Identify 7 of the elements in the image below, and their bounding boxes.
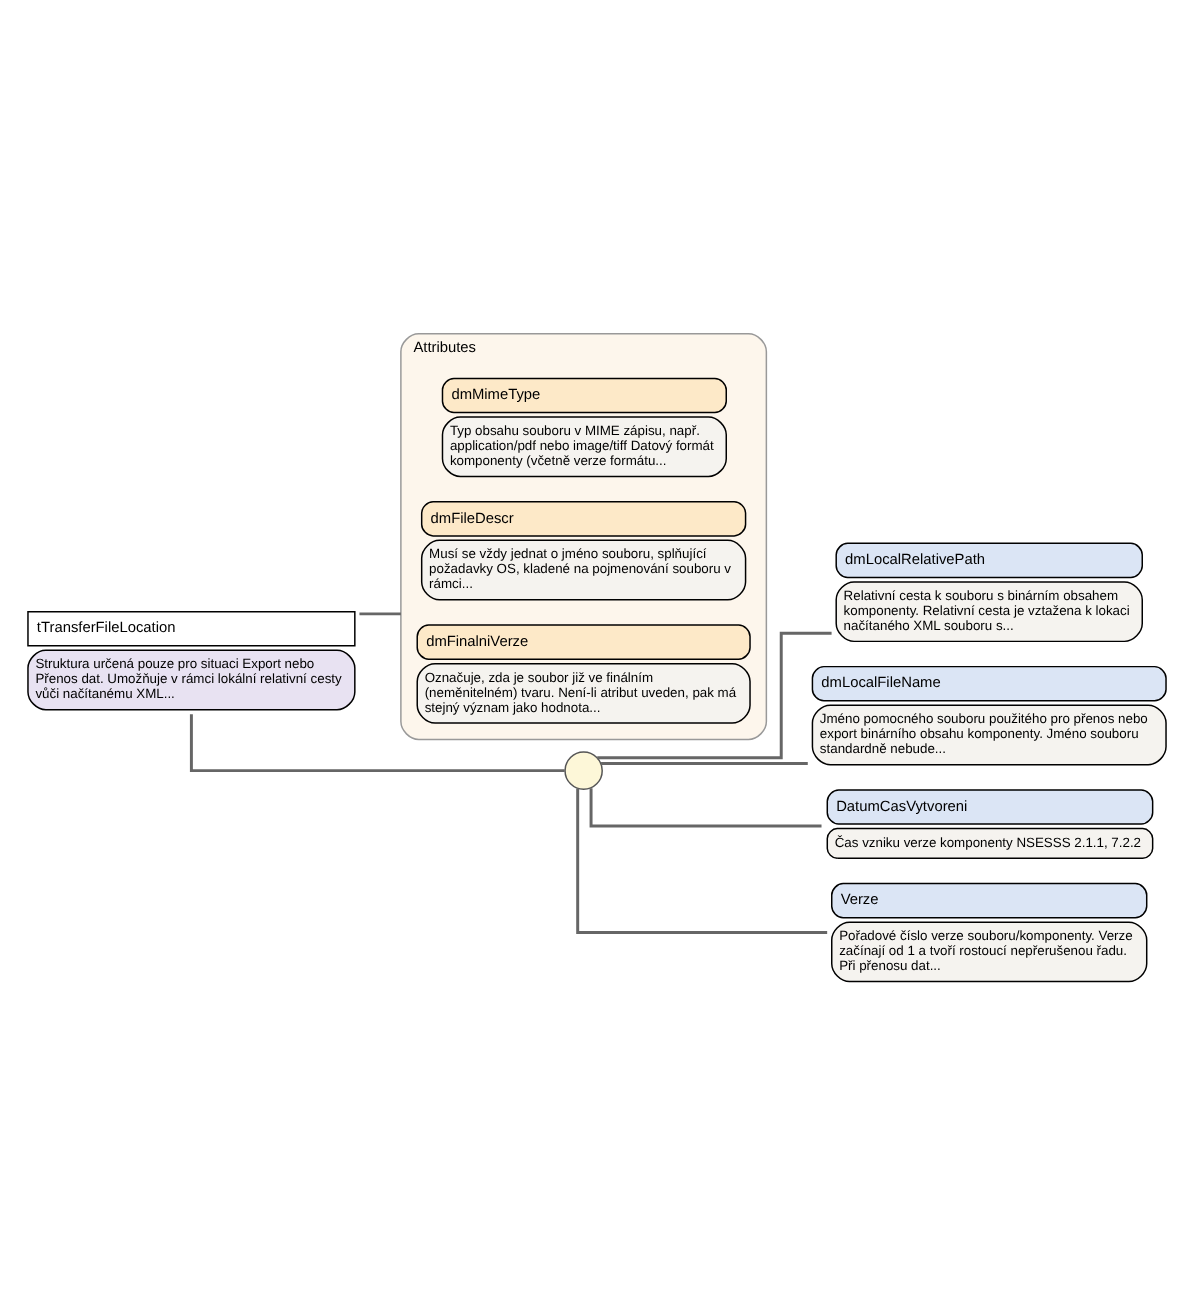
- connector: [601, 761, 808, 765]
- connector: [597, 631, 832, 760]
- node-circle: [564, 751, 603, 790]
- connector: [189, 714, 565, 773]
- connector: [589, 788, 822, 828]
- connector: [359, 612, 401, 616]
- connector: [576, 788, 828, 935]
